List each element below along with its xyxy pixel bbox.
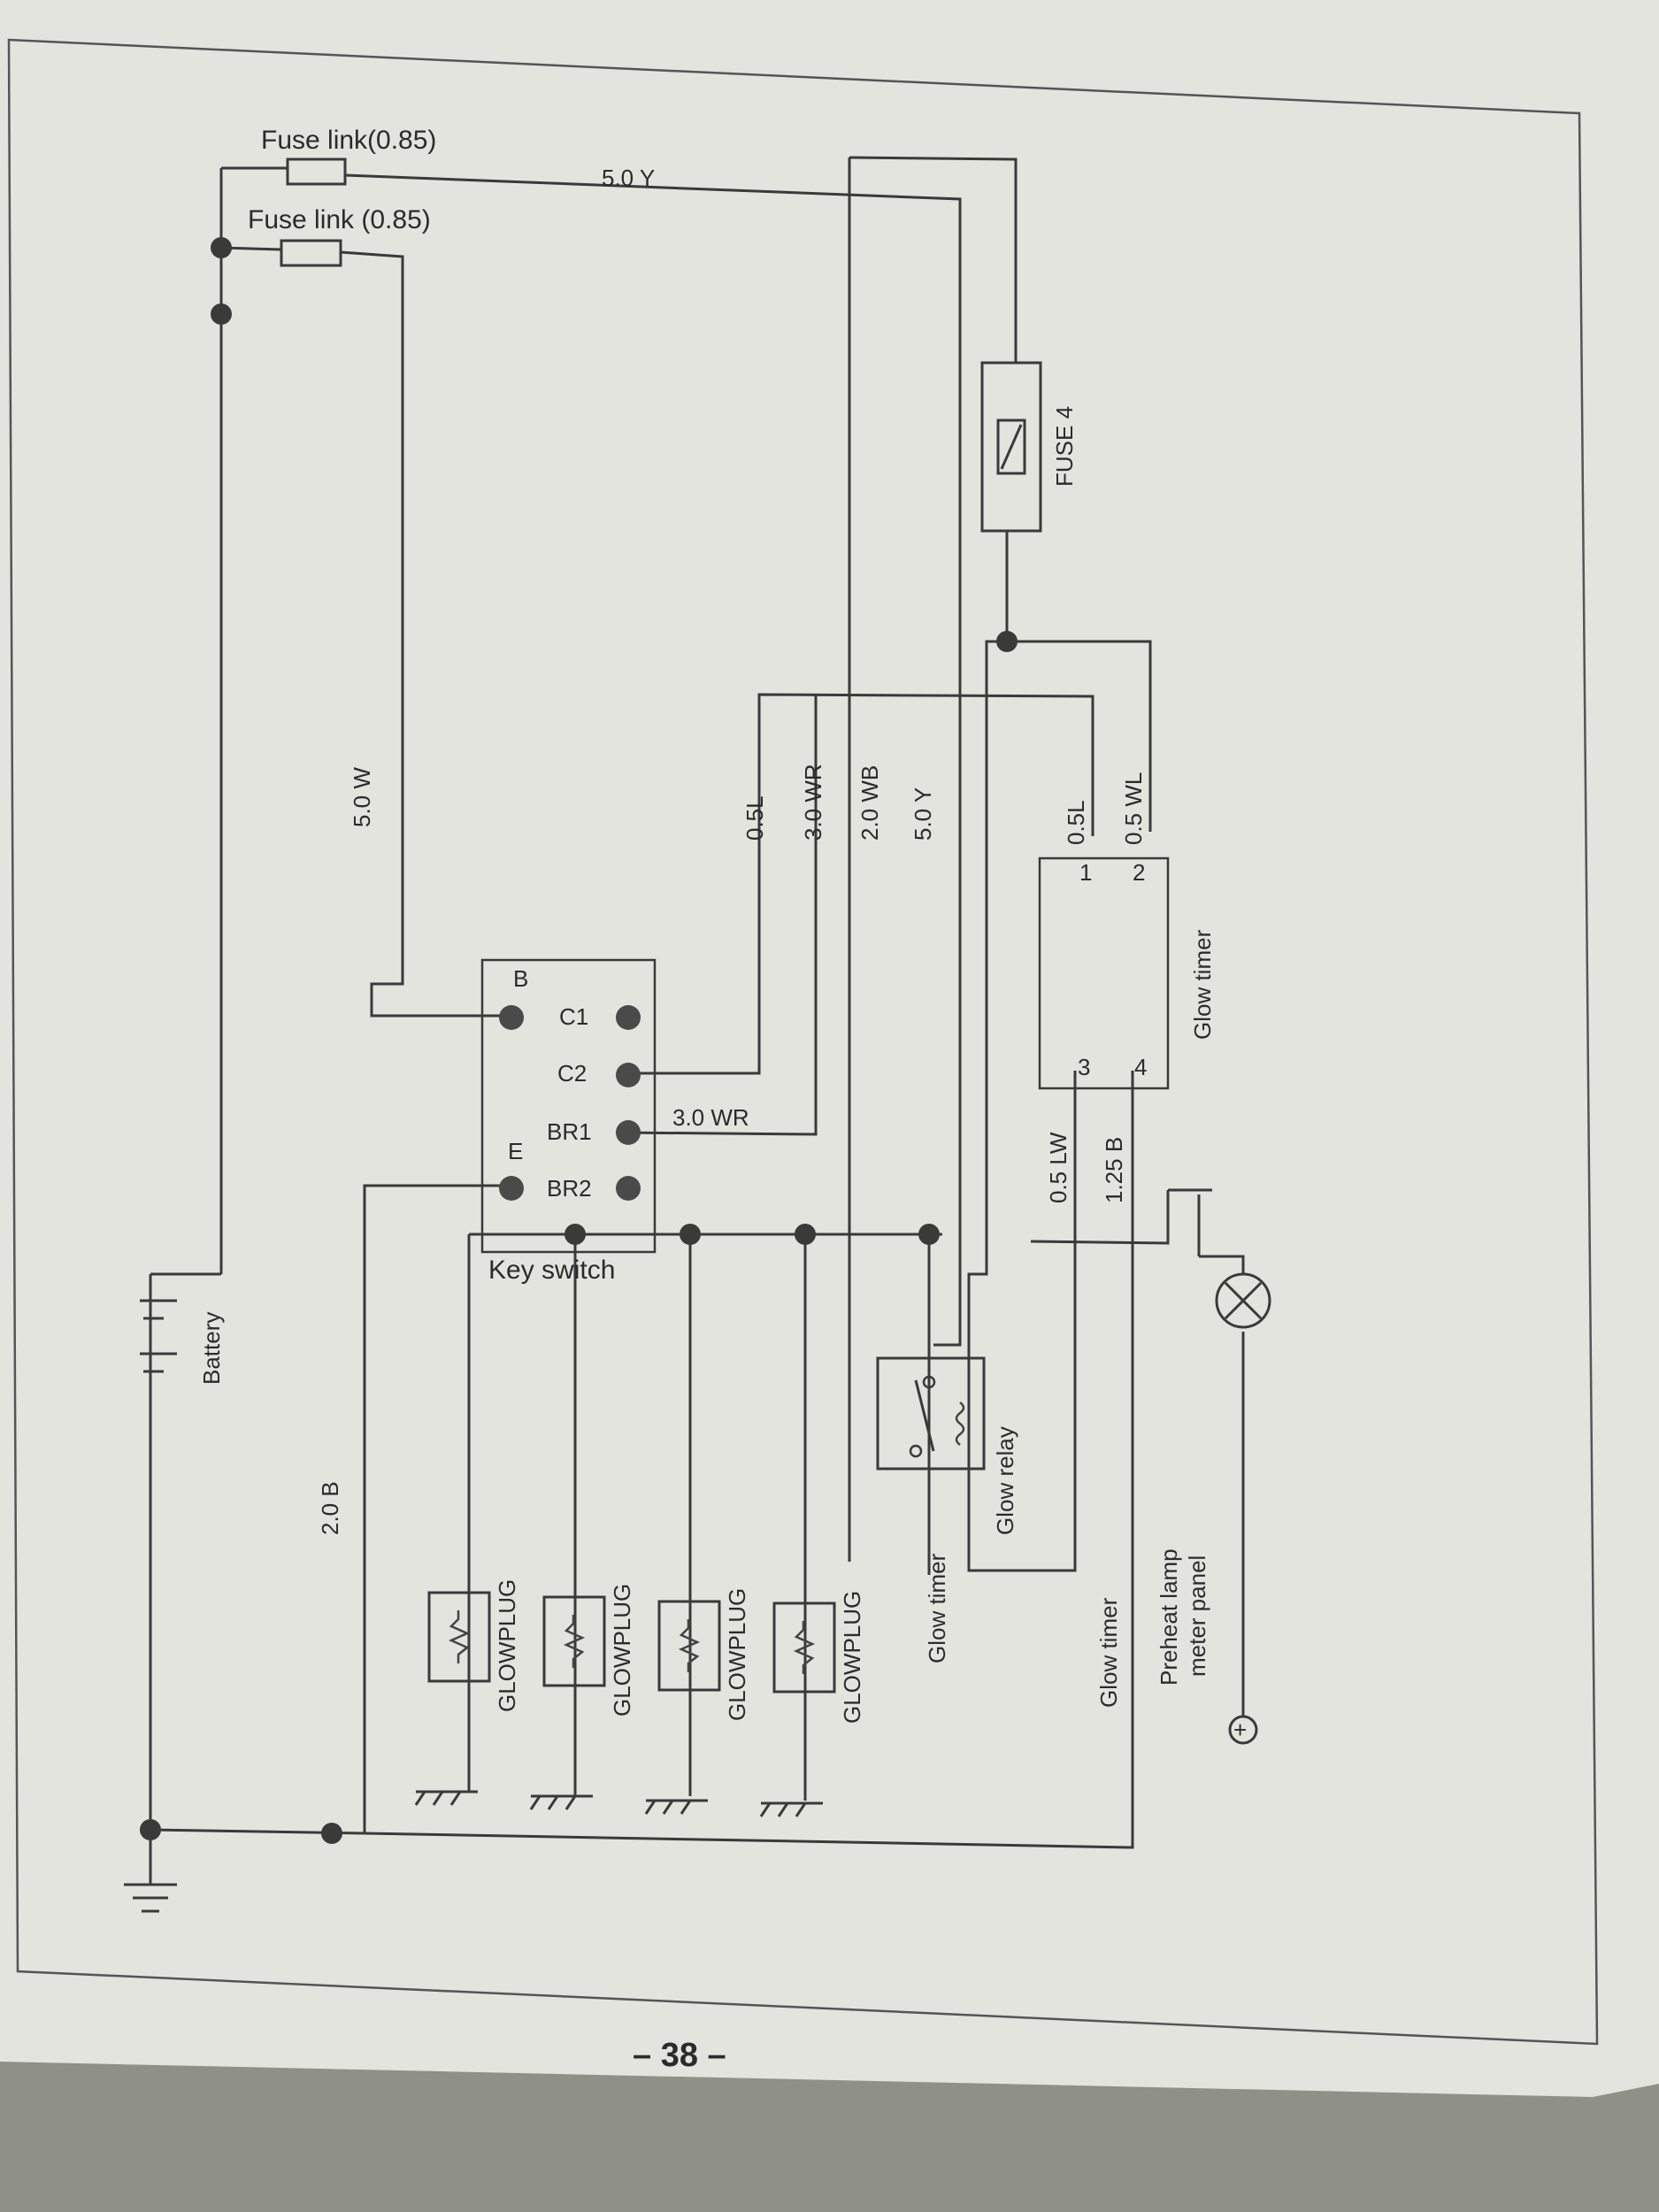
glow-timer-label-2: Glow timer <box>1095 1597 1122 1708</box>
glow-timer-pin-3: 3 <box>1078 1054 1090 1080</box>
wires <box>149 156 1245 1849</box>
wire-2-0-b <box>363 1184 509 1833</box>
glow-timer-pin-4: 4 <box>1134 1054 1147 1080</box>
key-switch-e: E <box>508 1138 523 1164</box>
wire-5-0-y <box>344 173 962 1347</box>
vwire-label-2: 2.0 WB <box>856 765 883 841</box>
wire-2-0-b-label: 2.0 B <box>317 1481 343 1535</box>
meter-panel-label: meter panel <box>1184 1555 1210 1677</box>
glowplug-4: GLOWPLUG <box>759 1591 865 1817</box>
battery-symbol: Battery <box>140 1274 225 1385</box>
glowplug-2-label: GLOWPLUG <box>609 1584 635 1717</box>
glow-timer-pin-2: 2 <box>1133 859 1145 886</box>
vwire-label-1: 3.0 WR <box>800 764 826 841</box>
fuse-4-label: FUSE 4 <box>1051 406 1078 487</box>
key-switch-c2: C2 <box>557 1060 587 1087</box>
preheat-lamp-label: Preheat lamp <box>1156 1548 1182 1686</box>
glowplug-1-label: GLOWPLUG <box>494 1579 520 1712</box>
fuse-link-1 <box>286 157 347 186</box>
key-switch: B C1 C2 BR1 E BR2 Key switch <box>480 958 657 1285</box>
fuse-link-2 <box>280 239 342 267</box>
fuse-link-1-label: Fuse link(0.85) <box>261 126 436 155</box>
glowplug-2: GLOWPLUG <box>529 1584 635 1810</box>
preheat-lamp: + Preheat lamp meter panel <box>1156 1255 1271 1745</box>
glow-relay-label: Glow relay <box>992 1426 1018 1535</box>
battery-label: Battery <box>198 1312 225 1385</box>
key-switch-c1: C1 <box>559 1003 588 1030</box>
glow-relay: Glow relay <box>876 1356 1018 1535</box>
glow-timer-box: 1 2 3 4 Glow timer 0.5L 0.5 WL 0.5 LW 1.… <box>1038 772 1216 1203</box>
key-switch-br1: BR1 <box>547 1118 592 1145</box>
key-switch-title: Key switch <box>488 1256 615 1285</box>
glow-timer-wire-pin2: 0.5 WL <box>1120 772 1147 845</box>
wire-preheat-lamp <box>1030 1190 1170 1245</box>
paper-sheet <box>0 0 1659 2097</box>
vwire-label-3: 5.0 Y <box>910 787 936 841</box>
wire-3-0-wr-label: 3.0 WR <box>672 1104 749 1131</box>
wire-5-0-y-top-label: 5.0 Y <box>602 165 655 191</box>
glow-timer-wire-pin4: 1.25 B <box>1101 1137 1127 1203</box>
wire-0-5-l <box>619 693 1094 1075</box>
glow-timer-pin-1: 1 <box>1079 859 1092 886</box>
wire-glow-relay-feed <box>967 640 1077 1572</box>
wire-fuse4-out <box>1005 531 1152 832</box>
fuse-4 <box>980 361 1042 533</box>
key-switch-br2: BR2 <box>547 1175 592 1202</box>
key-switch-b: B <box>513 965 528 992</box>
glowplug-3: GLOWPLUG <box>644 1588 750 1815</box>
wire-3-0-wr <box>618 695 818 1136</box>
glowplug-4-label: GLOWPLUG <box>839 1591 865 1724</box>
glow-timer-label-1: Glow timer <box>924 1553 950 1663</box>
wire-5-0-w <box>340 250 509 1018</box>
wire-to-fuse4 <box>849 156 1018 363</box>
plus-symbol: + <box>1233 1717 1247 1743</box>
glow-timer-title: Glow timer <box>1189 929 1216 1040</box>
glow-timer-wire-pin3: 0.5 LW <box>1045 1132 1071 1203</box>
ground-bus <box>150 1071 1134 1849</box>
wire-5-0-w-label: 5.0 W <box>349 767 375 827</box>
glowplug-3-label: GLOWPLUG <box>724 1588 750 1721</box>
fuse-link-2-label: Fuse link (0.85) <box>248 205 431 234</box>
diagram-border <box>7 38 1599 2046</box>
page-number: – 38 – <box>633 2037 726 2074</box>
vwire-label-0: 0.5L <box>741 795 768 841</box>
glowplug-1: GLOWPLUG <box>414 1579 520 1806</box>
ground-symbol <box>124 1830 177 1913</box>
glow-timer-wire-pin1: 0.5L <box>1063 800 1089 845</box>
